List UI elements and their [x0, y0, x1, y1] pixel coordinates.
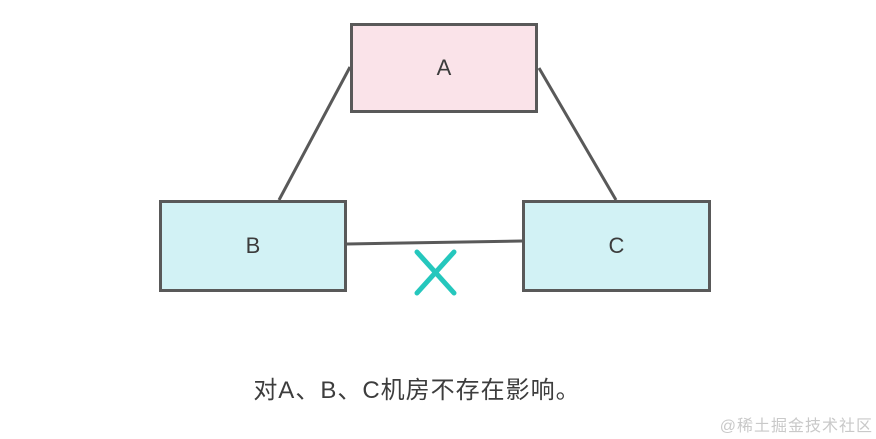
broken-link-x-icon — [414, 249, 457, 296]
node-a-label: A — [436, 55, 452, 80]
edge-a-c — [537, 67, 618, 201]
node-a: A — [350, 23, 538, 113]
node-c: C — [522, 200, 711, 292]
edge-a-b — [277, 66, 352, 201]
caption-text: 对A、B、C机房不存在影响。 — [253, 377, 581, 404]
node-c-label: C — [608, 233, 625, 258]
watermark: @稀土掘金技术社区 — [719, 418, 873, 435]
edge-b-c — [346, 239, 523, 246]
node-b: B — [159, 200, 347, 292]
node-b-label: B — [245, 233, 261, 258]
